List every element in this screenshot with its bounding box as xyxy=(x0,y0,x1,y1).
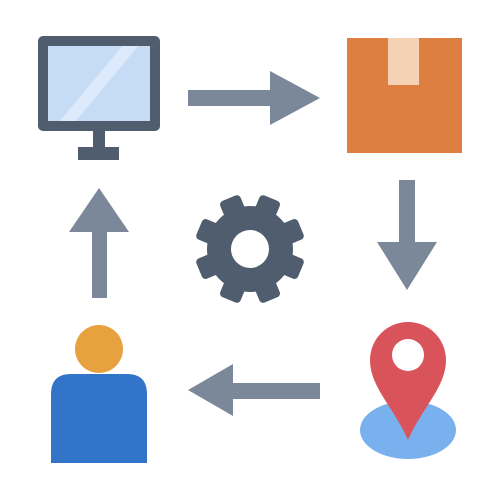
monitor-icon xyxy=(38,36,160,160)
arrow-left-icon xyxy=(188,364,320,416)
arrow-right-icon xyxy=(188,71,320,125)
arrow-down-icon xyxy=(377,180,437,290)
user-icon xyxy=(51,325,147,463)
package-box-icon xyxy=(347,38,462,153)
gear-icon xyxy=(196,195,304,303)
arrow-up-icon xyxy=(69,188,129,298)
map-pin-icon xyxy=(360,322,456,459)
